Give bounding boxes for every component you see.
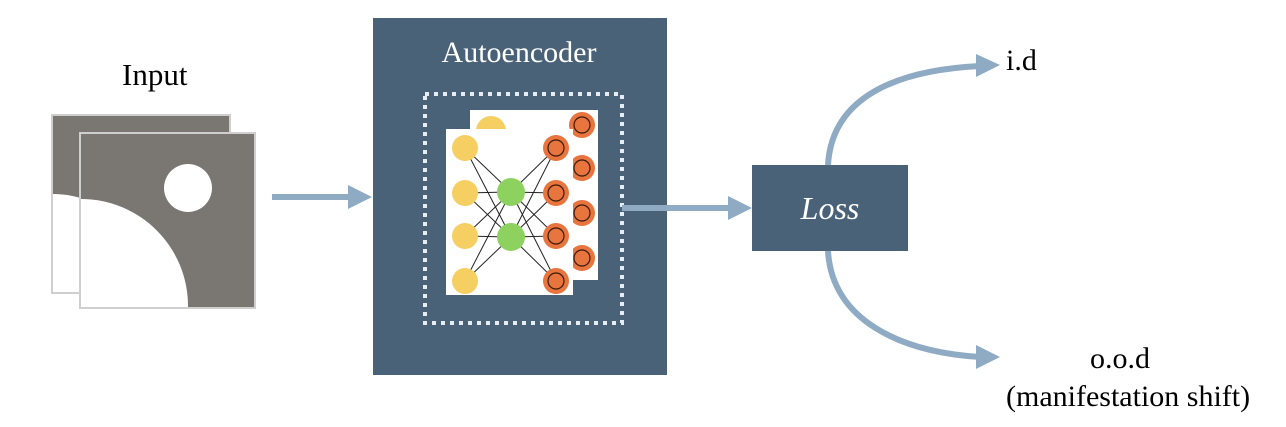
autoencoder-title: Autoencoder [441,36,597,69]
hidden-node [497,178,525,206]
ood-label-line2: (manifestation shift) [1006,380,1251,413]
arrow-autoencoder-to-loss [622,196,752,220]
id-output-label: i.d [1006,44,1037,77]
ood-output-label: o.o.d (manifestation shift) [1006,340,1251,416]
arrow-loss-to-id [825,54,1000,166]
loss-box [752,165,908,251]
network-card-front [446,129,573,295]
input-node [452,135,478,161]
ood-label-line1: o.o.d [1090,342,1150,375]
hidden-node [497,223,525,251]
output-nodes [543,135,569,294]
input-image-stack [51,114,256,309]
arrow-input-to-autoencoder [272,185,372,209]
input-node [452,180,478,206]
arrow-loss-to-ood [825,250,1000,369]
autoencoder-dotted-box [423,92,624,325]
loss-label: Loss [800,190,860,226]
input-image-front [79,132,256,309]
input-label: Input [122,57,188,92]
input-node [452,268,478,294]
input-node [452,223,478,249]
